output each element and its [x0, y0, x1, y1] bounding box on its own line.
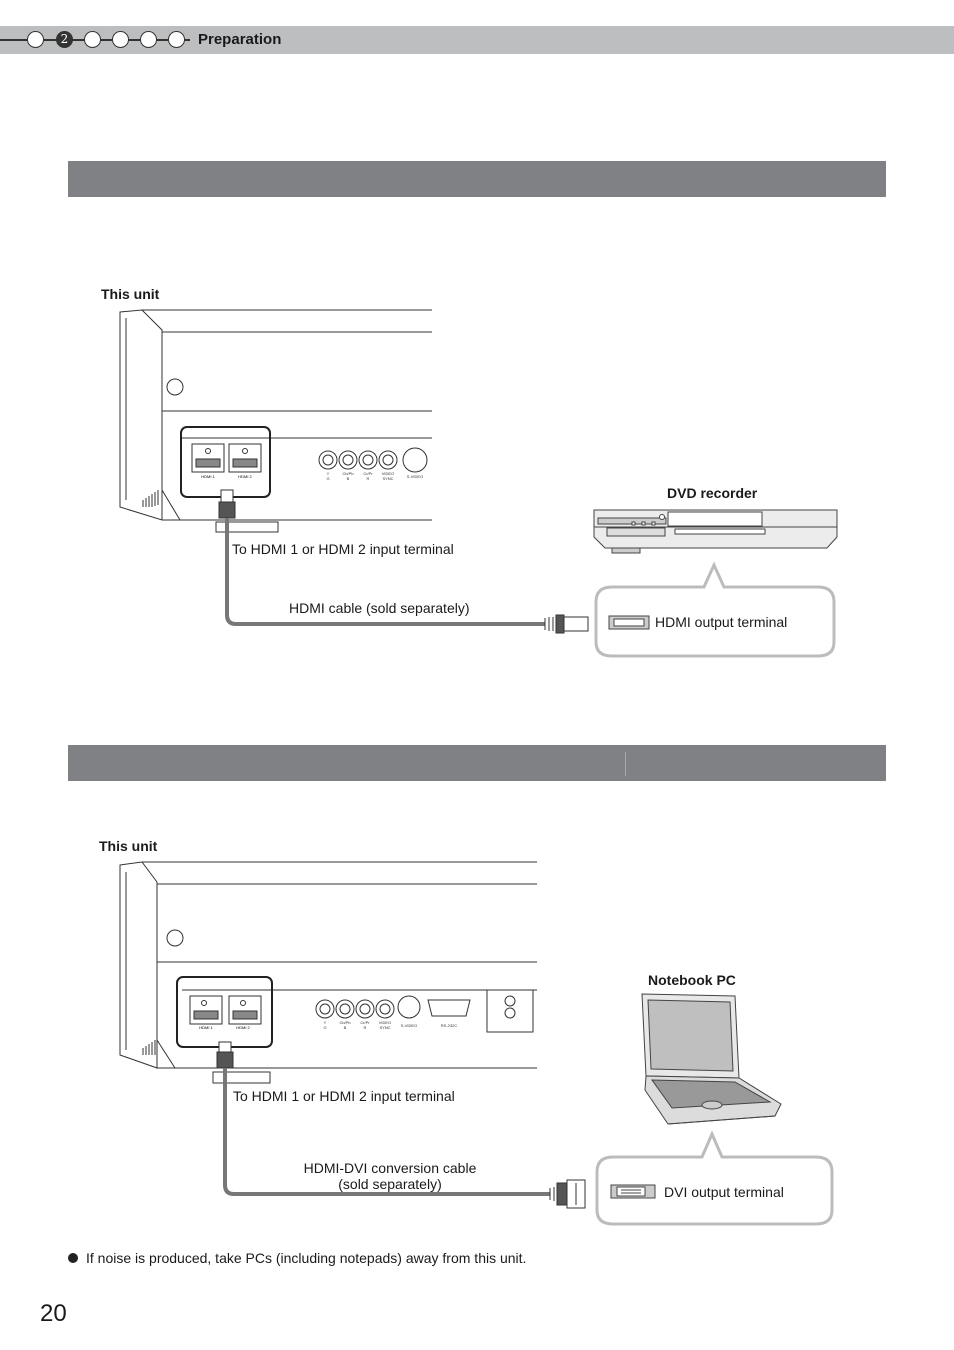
- port-label-hdmi2-b: HDMI 2: [236, 1025, 250, 1030]
- port-label-y-a: Y: [327, 471, 330, 476]
- dvd-recorder-label: DVD recorder: [667, 485, 758, 501]
- rca-jacks-2: [315, 995, 516, 1019]
- port-label-video-b: VIDEO: [379, 1020, 391, 1025]
- port-sub-g-b: G: [323, 1025, 326, 1030]
- notebook-pc-illustration: [641, 993, 782, 1125]
- port-sub-r-b: R: [364, 1025, 367, 1030]
- hdmi-ports-2: [189, 995, 262, 1025]
- section-band-2: [68, 745, 886, 781]
- port-sub-b-a: B: [347, 476, 350, 481]
- hdmi-cable-label: HDMI cable (sold separately): [289, 600, 470, 616]
- hdmi-dvi-cable-label: HDMI-DVI conversion cable (sold separate…: [290, 1160, 490, 1192]
- port-label-svideo-a: S-VIDEO: [407, 474, 423, 479]
- step-circle-6: [168, 31, 185, 48]
- section-title: Preparation: [198, 31, 282, 48]
- port-sub-b-b: B: [344, 1025, 347, 1030]
- hdmi-input-caption-1: To HDMI 1 or HDMI 2 input terminal: [232, 541, 454, 557]
- projector-unit-2: [119, 861, 537, 1084]
- hdmi-dvi-cable-label-line1: HDMI-DVI conversion cable: [303, 1160, 477, 1176]
- port-label-cb-b: Cb/Pb: [339, 1020, 351, 1025]
- this-unit-label-1: This unit: [101, 286, 160, 302]
- step-circle-3: [84, 31, 101, 48]
- hdmi-input-caption-2: To HDMI 1 or HDMI 2 input terminal: [233, 1088, 455, 1104]
- hdmi-cable-1: [225, 518, 545, 626]
- notebook-pc-label: Notebook PC: [648, 972, 736, 988]
- dvi-output-port-icon: [610, 1184, 656, 1199]
- port-label-hdmi1-b: HDMI 1: [199, 1025, 213, 1030]
- vent-grille-2: [142, 1040, 156, 1055]
- hdmi-dvi-cable: [223, 1068, 550, 1196]
- noise-note: If noise is produced, take PCs (includin…: [86, 1250, 527, 1266]
- port-sub-r-a: R: [367, 476, 370, 481]
- port-label-hdmi1-a: HDMI 1: [201, 474, 215, 479]
- port-label-cr-a: Cr/Pr: [363, 471, 373, 476]
- page-number: 20: [40, 1300, 67, 1327]
- step-circle-1: [27, 31, 44, 48]
- dvd-recorder-illustration: [593, 509, 838, 554]
- this-unit-label-2: This unit: [99, 838, 158, 854]
- hdmi-plug-2: [216, 1041, 234, 1069]
- hdmi-output-callout: [594, 561, 836, 658]
- port-label-cr-b: Cr/Pr: [360, 1020, 370, 1025]
- port-label-hdmi2-a: HDMI 2: [238, 474, 252, 479]
- dvi-plug: [549, 1179, 586, 1209]
- port-label-video-a: VIDEO: [382, 471, 394, 476]
- hdmi-dvi-cable-label-line2: (sold separately): [338, 1176, 442, 1192]
- hdmi-plug-device-1: [544, 614, 589, 634]
- port-sub-sync-b: SYNC: [379, 1025, 390, 1030]
- step-circle-active: 2: [56, 31, 73, 48]
- hdmi-output-port-icon: [608, 615, 650, 630]
- port-label-y-b: Y: [324, 1020, 327, 1025]
- projector-unit-1: [119, 309, 432, 533]
- hdmi-ports-1: [191, 443, 262, 473]
- hdmi-output-label: HDMI output terminal: [655, 614, 788, 630]
- bullet-icon: [68, 1253, 78, 1263]
- hdmi-plug-1: [218, 489, 236, 519]
- vent-grille-1: [142, 490, 159, 507]
- port-sub-g-a: G: [326, 476, 329, 481]
- dvi-output-callout: [595, 1130, 834, 1226]
- step-circle-5: [140, 31, 157, 48]
- port-label-cb-a: Cb/Pb: [342, 471, 354, 476]
- port-label-rs232c: RS-232C: [441, 1023, 458, 1028]
- port-sub-sync-a: SYNC: [382, 476, 393, 481]
- section-band-1: [68, 161, 886, 197]
- band-divider: [625, 752, 626, 776]
- port-label-svideo-b: S-VIDEO: [401, 1023, 417, 1028]
- rca-jacks-1: [318, 447, 428, 473]
- step-circle-4: [112, 31, 129, 48]
- dvi-output-label: DVI output terminal: [664, 1184, 784, 1200]
